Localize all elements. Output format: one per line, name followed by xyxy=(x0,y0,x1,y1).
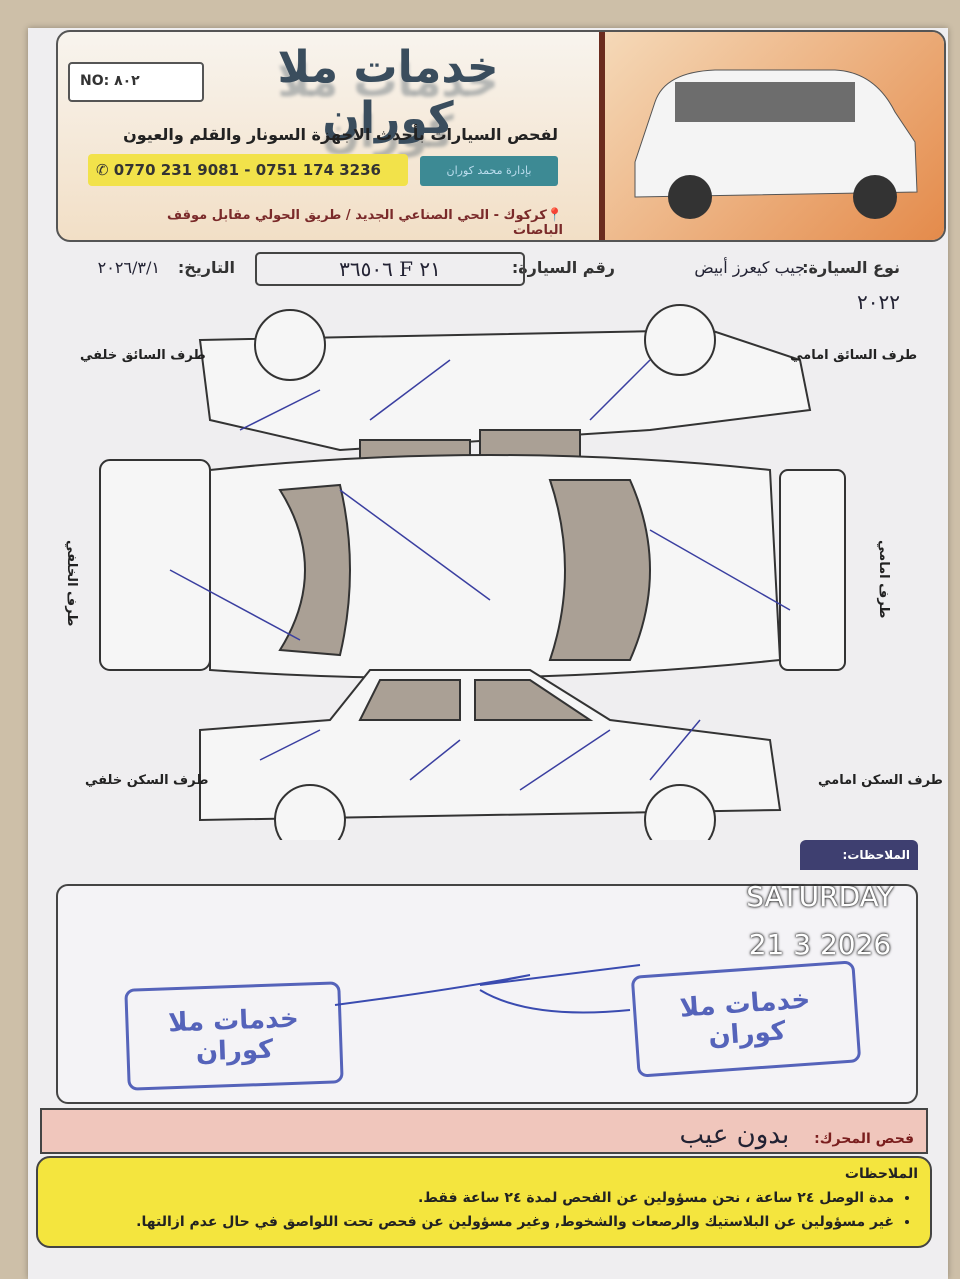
terms-item: غير مسؤولين عن البلاستيك والرصعات والشخو… xyxy=(50,1210,894,1234)
car-damage-diagram xyxy=(99,304,846,840)
date-label: التاريخ: xyxy=(177,258,235,277)
timestamp-date: 21 3 2026 xyxy=(748,928,892,961)
phone-numbers: ✆ 0770 231 9081 - 0751 174 3236 xyxy=(88,154,408,186)
model-year: ٢٠٢٢ xyxy=(857,290,900,314)
timestamp-day: SATURDAY xyxy=(746,880,894,913)
notes-label: الملاحظات: xyxy=(800,840,918,870)
car-type-label: نوع السيارة: xyxy=(802,258,900,277)
label-front: طرف امامي xyxy=(876,540,891,619)
tagline: لفحص السيارات بأحدث الاجهزة السونار والق… xyxy=(123,125,558,144)
engine-check-label: فحص المحرك: xyxy=(814,1131,914,1147)
phone-icon: ✆ xyxy=(96,161,114,179)
label-driver-rear: طرف السائق خلفي xyxy=(80,348,206,363)
car-info-row: نوع السيارة: جيب كيعرز أبيض رقم السيارة:… xyxy=(60,252,900,314)
terms-item: مدة الوصل ٢٤ ساعة ، نحن مسؤولين عن الفحص… xyxy=(50,1186,894,1210)
date-value: ٢٠٢٦/٣/١ xyxy=(97,258,160,277)
plate-label: رقم السيارة: xyxy=(511,258,615,277)
engine-check: فحص المحرك: بدون عيب xyxy=(40,1108,928,1154)
car-plan-view xyxy=(99,454,846,679)
car-top-side xyxy=(198,304,812,491)
address: 📍كركوك - الحي الصناعي الجديد / طريق الحو… xyxy=(167,208,563,238)
car-side-view xyxy=(199,669,782,840)
engine-check-value: بدون عيب xyxy=(679,1120,790,1150)
manager-badge: بإدارة محمد كوران xyxy=(420,156,558,186)
car-type-value: جيب كيعرز أبيض xyxy=(694,258,805,277)
company-stamp: خدمات ملا كوران xyxy=(630,960,862,1078)
label-rear: طرف الخلفي xyxy=(64,540,79,627)
signature xyxy=(334,964,641,1014)
label-driver-front: طرف السائق امامي xyxy=(790,348,918,363)
terms-box: الملاحظات مدة الوصل ٢٤ ساعة ، نحن مسؤولي… xyxy=(36,1156,932,1248)
location-pin-icon: 📍 xyxy=(546,208,563,223)
label-passenger-rear: طرف السكن خلفي xyxy=(85,773,209,788)
label-passenger-front: طرف السكن امامي xyxy=(818,773,943,788)
plate-value: ٢١ F ٣٦٥٠٦ xyxy=(255,252,525,286)
inspector-check-marks xyxy=(169,359,791,791)
company-stamp: خدمات ملا كوران xyxy=(124,981,344,1091)
car-photo xyxy=(599,32,944,240)
form-number: NO: ٨٠٢ xyxy=(68,62,204,102)
terms-title: الملاحظات xyxy=(844,1166,918,1182)
form-header: NO: ٨٠٢ خدمات ملا كوران ✆ 0770 231 9081 … xyxy=(56,30,946,242)
brand-name: خدمات ملا كوران xyxy=(277,42,499,144)
